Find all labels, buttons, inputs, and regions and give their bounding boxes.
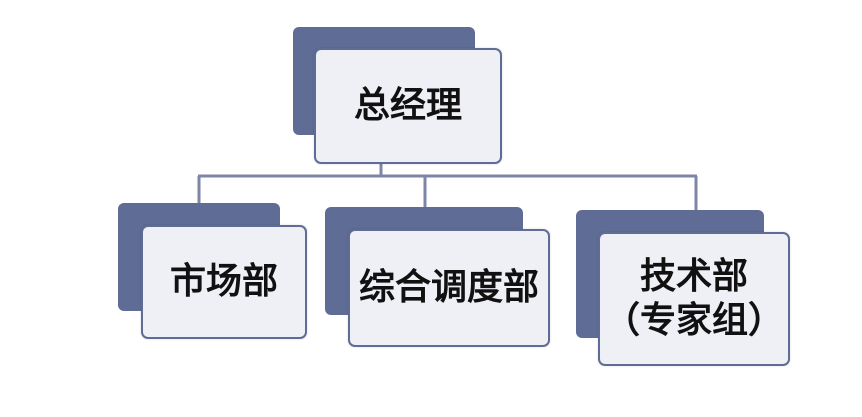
- node-card: 市场部: [141, 225, 307, 339]
- node-label-tech-subtitle: （专家组）: [603, 300, 784, 341]
- node-card: 总经理: [314, 48, 502, 164]
- node-label-dispatch-dept: 综合调度部: [358, 267, 539, 308]
- node-card: 综合调度部: [348, 229, 550, 347]
- node-label-market-dept: 市场部: [169, 261, 278, 302]
- node-card: 技术部 （专家组）: [598, 232, 790, 366]
- node-label-tech-dept: 技术部: [639, 256, 748, 297]
- node-label-general-manager: 总经理: [353, 85, 462, 126]
